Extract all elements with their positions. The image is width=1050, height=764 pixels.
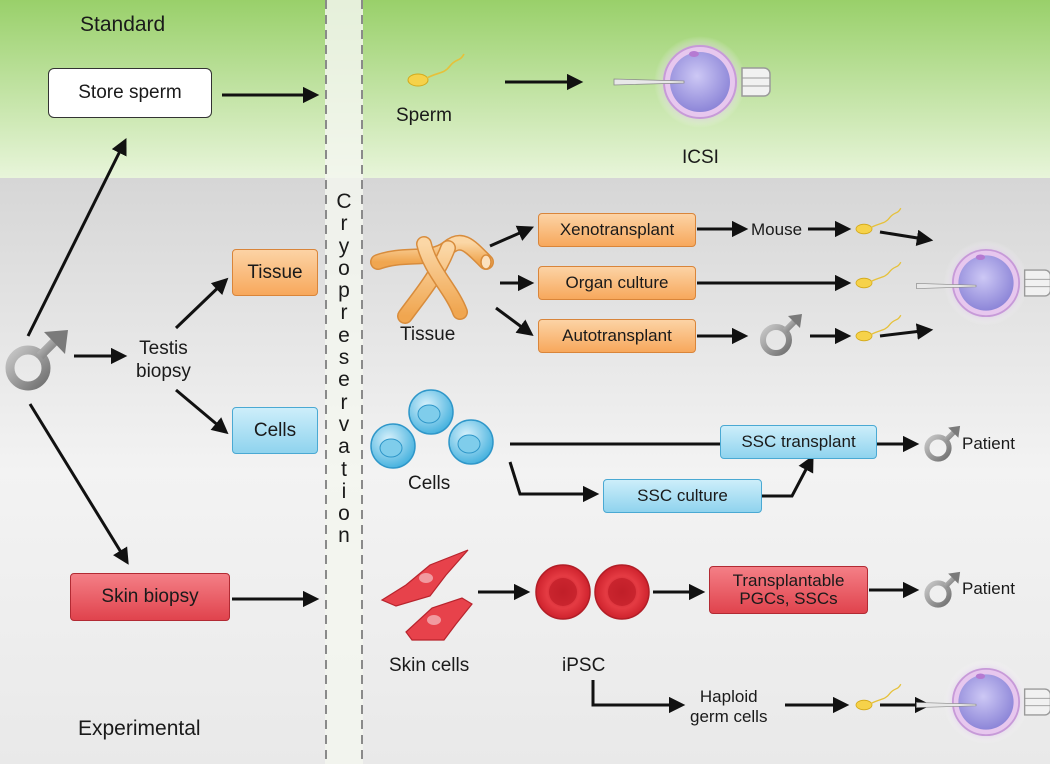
cells-icon-label: Cells [408,473,451,494]
experimental-label: Experimental [78,717,201,740]
cryo-letter: n [338,524,350,548]
sperm-label: Sperm [396,105,452,126]
arrow-to-autotransplant [495,306,534,336]
arrow-auto-sperm-to-egg [879,323,934,340]
testis-biopsy-line-1: Testis [139,338,188,359]
tissue-tubules-icon [370,234,494,324]
cryo-letter: v [338,412,350,436]
experimental-band [0,178,1050,764]
testis-biopsy-label: Testis biopsy [136,337,191,383]
transplantable-box: Transplantable PGCs, SSCs [709,566,868,614]
haploid-line-1: Haploid [699,687,758,706]
arrow-to-skin-biopsy [28,403,129,565]
cryo-letter: o [338,256,350,280]
ipsc-label: iPSC [562,655,606,676]
ssc-culture-box: SSC culture [603,479,762,513]
haploid-label: Haploid germ cells [690,687,767,727]
cryo-letter: e [338,323,350,347]
cells-box: Cells [232,407,318,454]
xenotransplant-box: Xenotransplant [538,213,696,247]
arrow-xeno-sperm-to-egg [879,229,934,247]
cryopreservation-label: C r y o p r e s e r v a t i o n [332,191,356,548]
cryo-letter: r [340,390,348,414]
cryo-letter: y [338,234,350,258]
tissue-box: Tissue [232,249,318,296]
haploid-line-2: germ cells [690,707,768,726]
ssc-transplant-box: SSC transplant [720,425,877,459]
cryopreservation-column [325,0,363,764]
cryo-letter: a [338,435,350,459]
patient-label-1: Patient [962,434,1015,453]
transplantable-line-2: PGCs, SSCs [739,589,838,608]
autotransplant-box: Autotransplant [538,319,696,353]
mouse-label: Mouse [751,220,803,239]
skin-cells-label: Skin cells [389,655,470,676]
arrow-to-store-sperm [26,138,127,337]
cryo-letter: e [338,368,350,392]
cryo-letter: p [338,279,350,303]
arrow-culture-to-transplant [762,455,814,498]
cryo-letter: s [338,346,350,370]
cryo-letter: r [340,301,348,325]
cryo-letter: t [341,457,347,481]
arrow-ipsc-to-haploid [591,680,686,714]
icsi-label: ICSI [682,147,719,168]
organ-culture-box: Organ culture [538,266,696,300]
skin-biopsy-box: Skin biopsy [70,573,230,621]
standard-label: Standard [80,13,166,36]
testis-biopsy-line-2: biopsy [136,361,191,382]
transplantable-line-1: Transplantable [732,571,845,591]
cryo-letter: r [340,212,348,236]
patient-label-2: Patient [962,579,1015,598]
tissue-icon-label: Tissue [400,324,456,345]
store-sperm-box: Store sperm [48,68,212,118]
cryo-letter: C [336,190,352,213]
cryo-letter: o [338,502,350,526]
cryo-letter: i [341,479,347,503]
arrow-to-xenotransplant [489,225,535,248]
male-symbol-icon [5,330,68,391]
arrow-to-cells [175,388,229,435]
arrow-cells-to-ssc-culture [508,461,600,503]
arrow-to-tissue [174,277,229,330]
skin-cells-icon [380,549,473,641]
